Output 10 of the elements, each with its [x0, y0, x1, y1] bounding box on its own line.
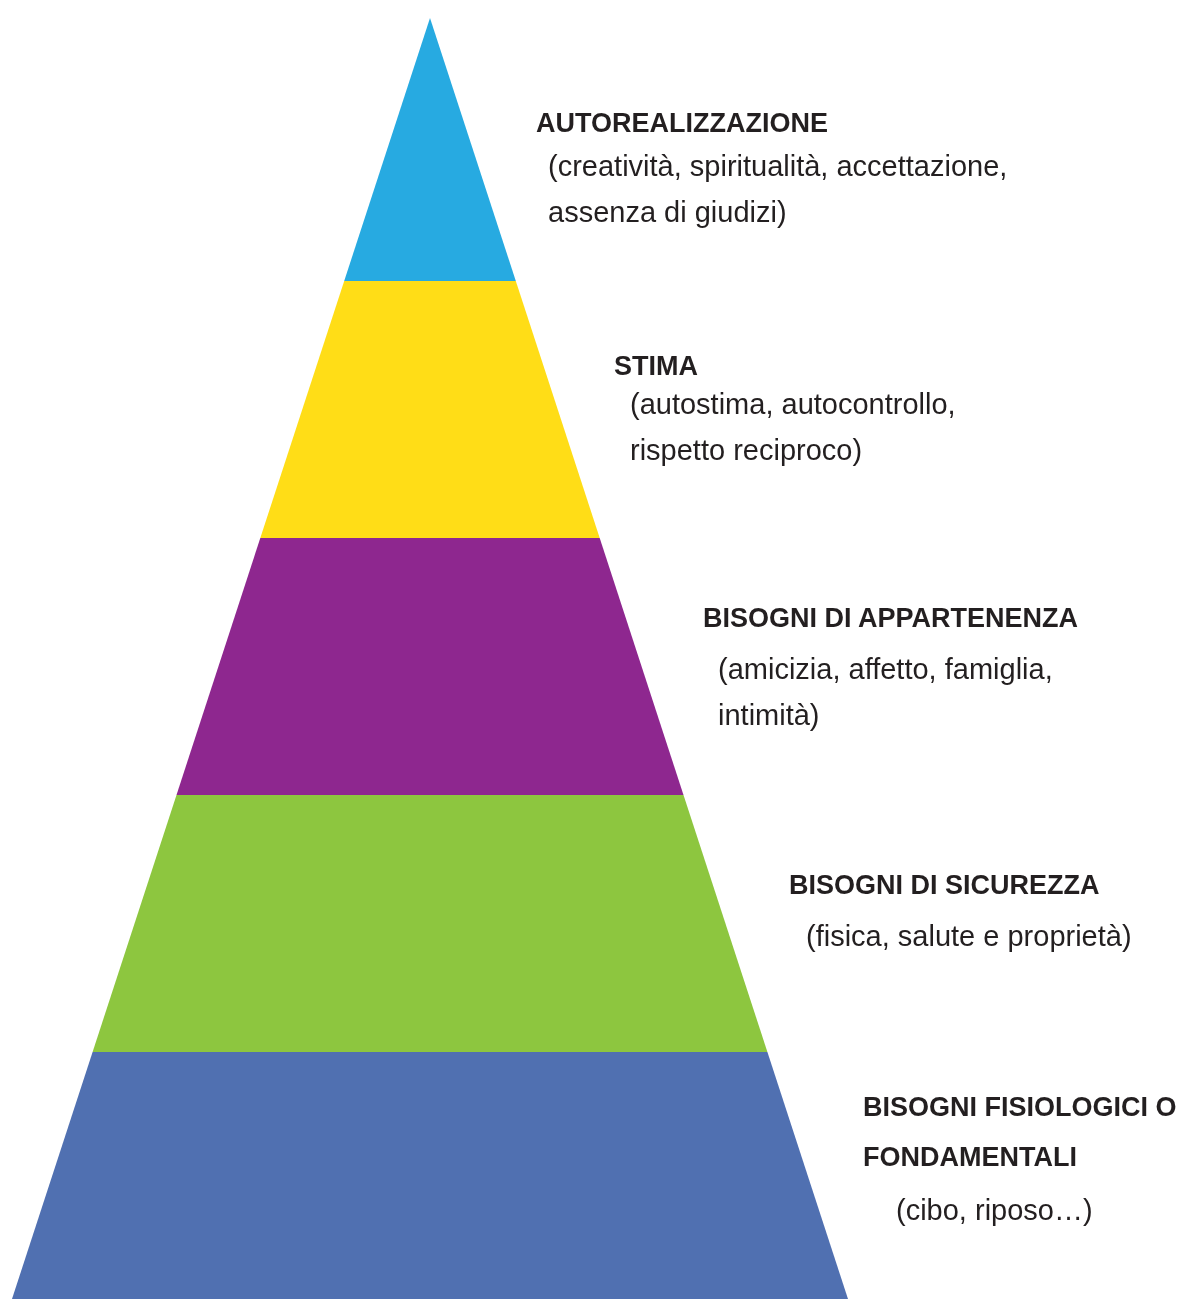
level-description: (cibo, riposo…): [896, 1193, 1094, 1228]
level-description: (autostima, autocontrollo, rispetto reciproco): [630, 387, 957, 468]
level-heading: STIMA: [614, 350, 699, 383]
level-heading: BISOGNI FISIOLOGICI O FONDAMENTALI: [863, 1091, 1178, 1174]
level-description: (creatività, spiritualità, accettazione, assenza di giudizi): [548, 149, 1009, 230]
level-description: (fisica, salute e proprietà): [806, 919, 1133, 954]
level-description: (amicizia, affetto, famiglia, intimità): [718, 652, 1054, 733]
level-heading: BISOGNI DI SICUREZZA: [789, 869, 1101, 902]
level-heading: AUTOREALIZZAZIONE: [536, 107, 829, 140]
level-heading: BISOGNI DI APPARTENENZA: [703, 602, 1080, 635]
